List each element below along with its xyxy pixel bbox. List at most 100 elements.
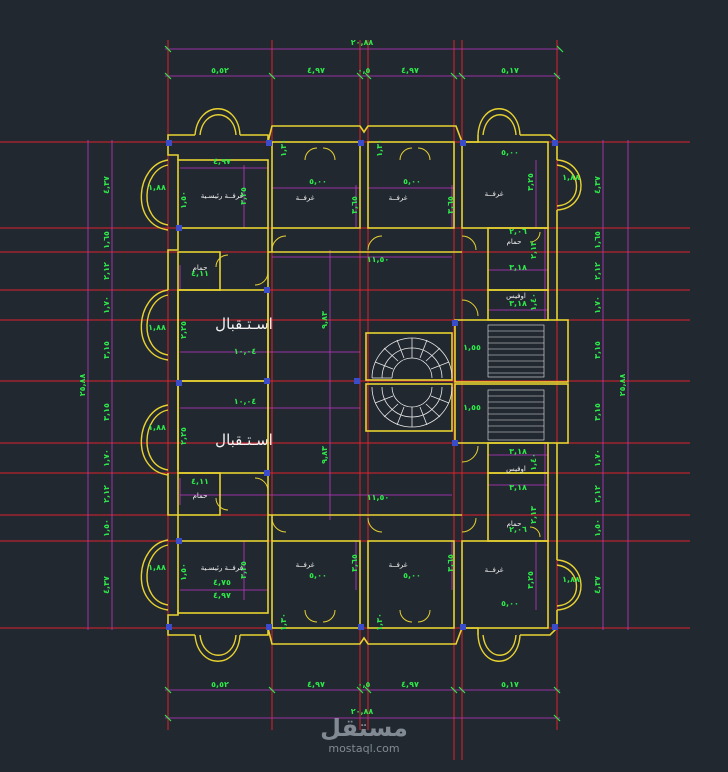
bottom-dimensions: ٥,٥٢ ٤,٩٧ ٠,٥ ٤,٩٧ ٥,١٧ ٢٠,٨٨ (211, 680, 519, 716)
dim-bay-2: ١,٨٨ (148, 323, 166, 332)
dim-master-top-height: ٣,٢٥ (239, 187, 248, 205)
room-office-top: اوفيس (506, 292, 526, 300)
dim-master-top-offset-2: ١,٣٠ (375, 139, 384, 157)
right-total-dim: ٢٥,٨٨ (618, 374, 627, 397)
dim-master-bottom-width: ٤,٩٧ (213, 591, 231, 600)
dim-office-bottom: ٣,١٨ (509, 447, 527, 456)
right-dimensions: ٤,٣٧ ١,٦٥ ٢,١٢ ١,٧٠ ٣,١٥ ٣,١٥ ١,٧٠ ٢,١٢ … (593, 176, 627, 594)
room-bedroom-3: غرفــة (485, 190, 504, 198)
dim-bedroom1-height: ٣,٦٥ (350, 196, 359, 214)
room-labels: غرفــة رئيسـية غرفــة رئيسـية غرفــة غرف… (193, 190, 526, 574)
dim-bath-width-r-bottom: ٢,٠٦ (509, 525, 527, 534)
left-dim-2: ١,٦٥ (102, 231, 111, 249)
top-dim-1: ٥,٥٢ (211, 66, 229, 75)
dim-bedroom6-height: ٣,٢٥ (526, 571, 535, 589)
left-dim-5: ٣,١٥ (102, 341, 111, 359)
columns (166, 140, 558, 630)
left-dim-9: ١,٥٠ (102, 519, 111, 537)
bay-windows (140, 108, 582, 662)
dim-bay-6: ١,٨٨ (562, 575, 580, 584)
bottom-dim-1: ٥,٥٢ (211, 680, 229, 689)
grid-lines (0, 40, 690, 760)
right-dim-4: ١,٧٠ (593, 296, 602, 314)
top-total-dim: ٢٠,٨٨ (351, 38, 374, 47)
dim-master-top-width: ٤,٩٧ (213, 157, 231, 166)
dim-bedroom1-width: ٥,٠٠ (309, 177, 327, 186)
dim-bay-left-bottom: ١,٥٠ (179, 563, 188, 581)
dim-bay-1: ١,٨٨ (148, 183, 166, 192)
left-dim-4: ١,٧٠ (102, 296, 111, 314)
dim-bedroom5-height: ٣,٦٥ (446, 554, 455, 572)
left-dim-7: ١,٧٠ (102, 449, 111, 467)
dim-master-left-depth: ٢,٢٥ (179, 321, 188, 339)
dim-master-bottom-offset: ١,٣٠ (279, 613, 288, 631)
dim-office-top: ٣,١٨ (509, 299, 527, 308)
bottom-dim-4: ٤,٩٧ (401, 680, 419, 689)
straight-stairs (487, 324, 545, 441)
dim-bedroom5-width: ٥,٠٠ (403, 571, 421, 580)
dim-bay-left-top: ١,٥٠ (179, 191, 188, 209)
dim-bedroom2-height: ٣,٦٥ (446, 196, 455, 214)
room-bathroom-top-left: حمام (193, 264, 208, 272)
room-master-bedroom-bottom: غرفــة رئيسـية (201, 564, 244, 572)
dim-hall-bottom-height: ٩,٨٣ (320, 446, 329, 464)
bottom-dim-5: ٥,١٧ (501, 680, 519, 689)
bottom-dim-3: ٠,٥ (358, 680, 371, 689)
right-dim-1: ٤,٣٧ (593, 176, 602, 194)
room-bedroom-2: غرفــة (389, 194, 408, 202)
right-dim-7: ١,٧٠ (593, 449, 602, 467)
dim-bedroom6-width: ٥,٠٠ (501, 599, 519, 608)
dim-office-top-h: ١,٤٠ (529, 293, 538, 311)
dim-bath-right-bottom-h: ٢,١٣ (529, 506, 538, 524)
right-dim-9: ١,٥٠ (593, 519, 602, 537)
top-dimensions: ٢٠,٨٨ ٥,٥٢ ٤,٩٧ ٠,٥ ٤,٩٧ ٥,١٧ (211, 38, 519, 75)
room-bedroom-5: غرفــة (389, 561, 408, 569)
dimension-lines (87, 48, 629, 719)
top-dim-3: ٠,٥ (358, 66, 371, 75)
spiral-stairs (371, 337, 453, 428)
room-bathroom-top-right: حمام (507, 238, 522, 246)
dim-corridor-bottom: ١١,٥٠ (367, 493, 390, 502)
dim-master-bottom-width-2: ٤,٧٥ (213, 578, 231, 587)
dim-bath-top-left: ٤,١١ (191, 269, 209, 278)
doors (215, 147, 541, 623)
dim-reception-bottom: ١٠,٠٤ (234, 397, 257, 406)
left-dim-10: ٤,٣٧ (102, 576, 111, 594)
dim-master-bottom-offset-2: ١,٣٠ (375, 613, 384, 631)
dim-bath-right-top-h: ٢,١٣ (529, 241, 538, 259)
dim-bedroom4-width: ٥,٠٠ (309, 571, 327, 580)
left-dim-6: ٣,١٥ (102, 403, 111, 421)
right-dim-5: ٣,١٥ (593, 341, 602, 359)
room-bedroom-4: غرفــة (296, 561, 315, 569)
dim-bath-width-r-top: ٢,٠٦ (509, 227, 527, 236)
interior-dimensions: ٤,٩٧ ٤,٩٧ ٤,٧٥ ٥,٠٠ ٥,٠٠ ٥,٠٠ ٥,٠٠ ٥,٠٠ … (148, 139, 580, 631)
dim-reception-top: ١٠,٠٤ (234, 347, 257, 356)
room-bathroom-bottom-right: حمام (507, 520, 522, 528)
watermark-site: mostaql.com (328, 742, 399, 755)
dim-bath-top-right: ٣,١٨ (509, 263, 527, 272)
dim-bay-5: ١,٨٨ (562, 173, 580, 182)
room-master-bedroom-top: غرفــة رئيسـية (201, 192, 244, 200)
dim-master-top-offset: ١,٣٠ (279, 139, 288, 157)
bottom-total-dim: ٢٠,٨٨ (351, 707, 374, 716)
room-office-bottom: اوفيس (506, 465, 526, 473)
dim-bay-3: ١,٨٨ (148, 423, 166, 432)
dim-bath-bottom-right: ٣,١٨ (509, 483, 527, 492)
room-bedroom-6: غرفــة (485, 566, 504, 574)
left-dim-1: ٤,٣٧ (102, 176, 111, 194)
dim-corridor-top: ١١,٥٠ (367, 255, 390, 264)
watermark-logo: مستقل (320, 714, 408, 742)
room-bathroom-bottom-left: حمام (193, 492, 208, 500)
dim-stair-bottom: ١,٥٥ (463, 403, 481, 412)
dim-bedroom2-width: ٥,٠٠ (403, 177, 421, 186)
right-dim-2: ١,٦٥ (593, 231, 602, 249)
dim-office-bottom-h: ١,٤٠ (529, 453, 538, 471)
room-bedroom-1: غرفــة (296, 194, 315, 202)
dim-master-bottom-height: ٣,٢٥ (239, 561, 248, 579)
left-dim-8: ٢,١٢ (102, 485, 111, 503)
top-dim-4: ٤,٩٧ (401, 66, 419, 75)
dim-bay-4: ١,٨٨ (148, 563, 166, 572)
dim-bedroom3-width: ٥,٠٠ (501, 148, 519, 157)
dim-master-top-depth: ٢,٢٥ (179, 427, 188, 445)
